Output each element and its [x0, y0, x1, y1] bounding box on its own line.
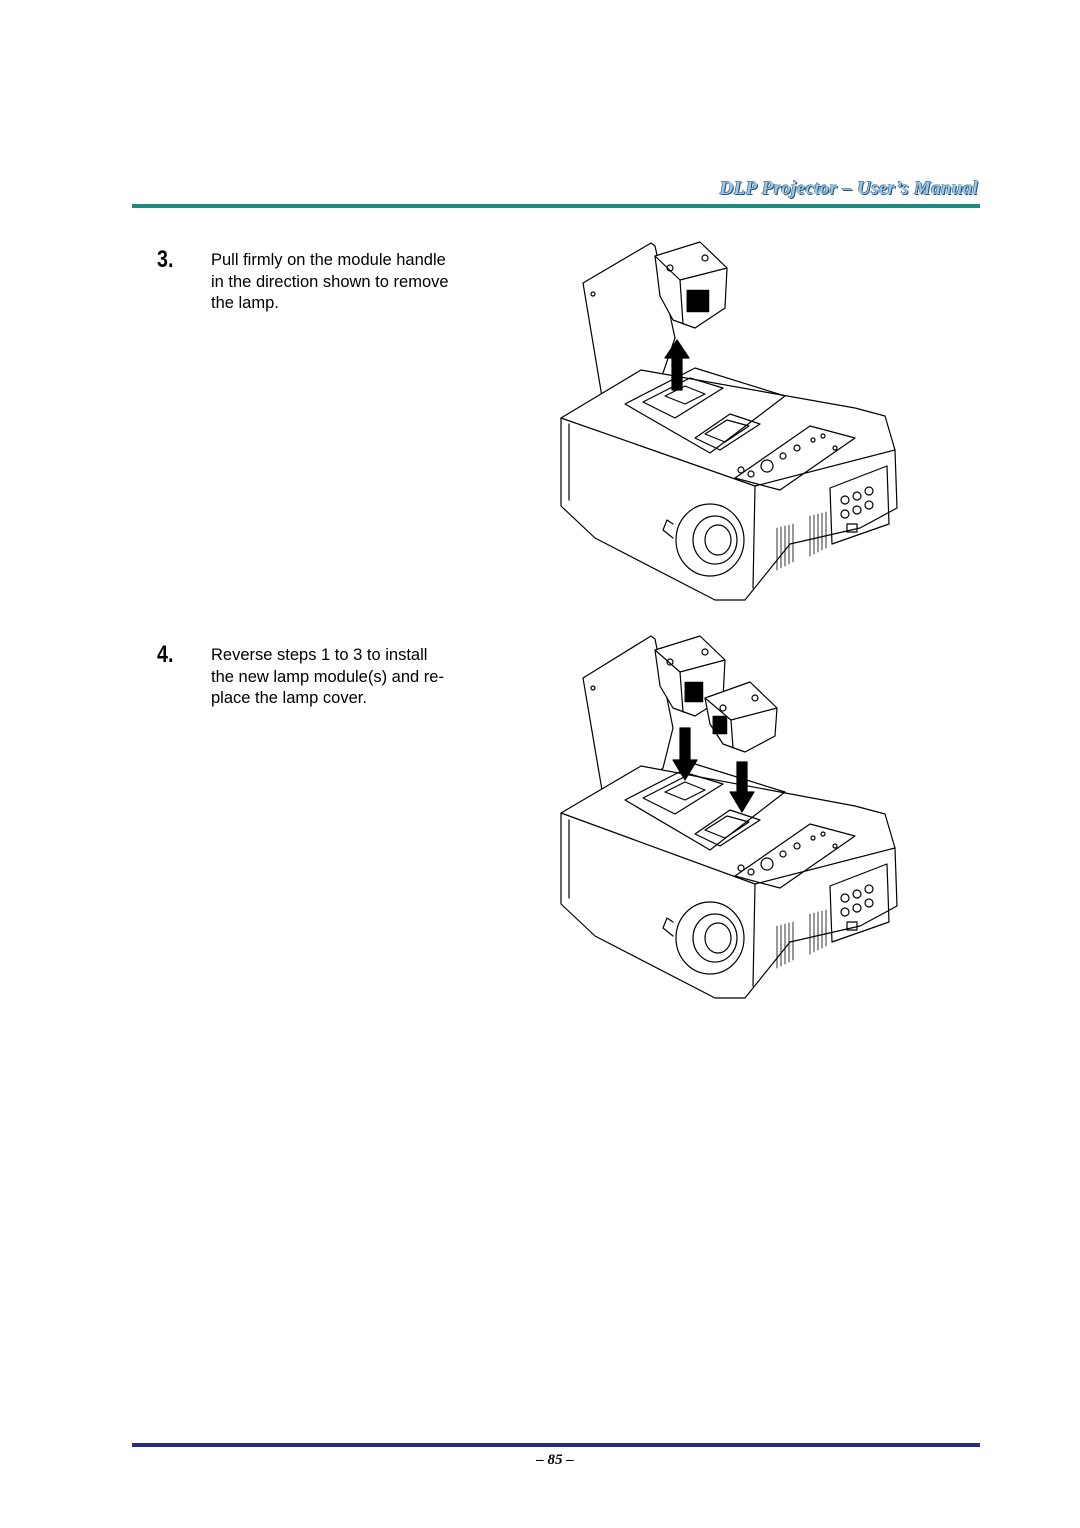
- footer-rule: [132, 1443, 980, 1447]
- lamp-install-illustration: [560, 635, 898, 999]
- lamp-removal-illustration: [560, 241, 898, 601]
- step-3-line-2: in the direction shown to remove: [211, 272, 449, 291]
- step-3-text: Pull firmly on the module handle in the …: [211, 250, 511, 315]
- step-3-line-3: the lamp.: [211, 294, 279, 312]
- step-4-line-2: the new lamp module(s) and re-: [211, 667, 444, 686]
- header-title: DLP Projector – User’s Manual: [719, 178, 978, 199]
- page-number: – 85 –: [536, 1452, 574, 1468]
- header-rule: [132, 204, 980, 208]
- step-3-number: 3.: [157, 246, 174, 273]
- step-4-text: Reverse steps 1 to 3 to install the new …: [211, 645, 511, 710]
- step-4-line-3: place the lamp cover.: [211, 689, 367, 707]
- step-4-line-1: Reverse steps 1 to 3 to install: [211, 646, 428, 664]
- step-4-number: 4.: [157, 641, 174, 668]
- step-3-line-1: Pull firmly on the module handle: [211, 251, 446, 269]
